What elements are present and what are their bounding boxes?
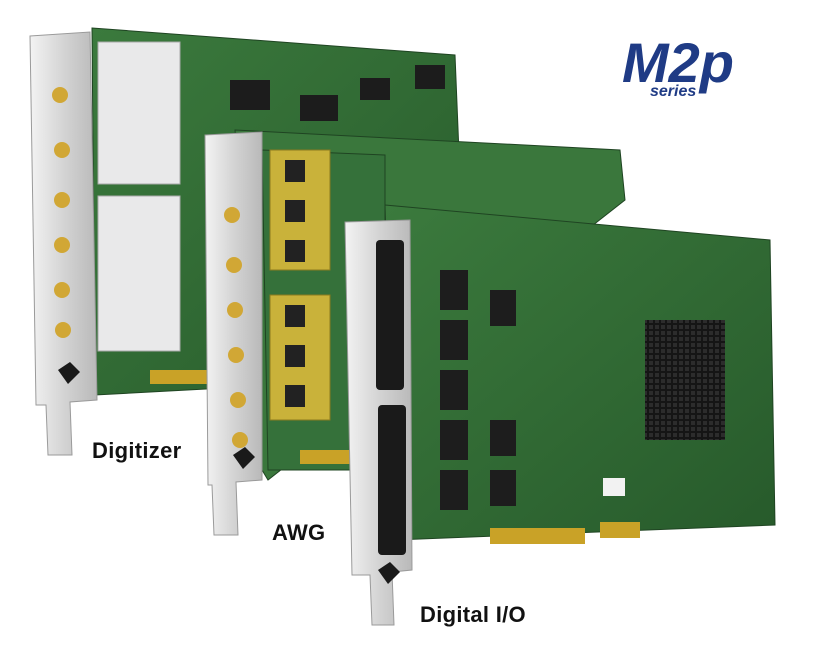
awg-label: AWG [272, 520, 326, 545]
connector-upper [376, 240, 404, 390]
spectrum-logo-icon [378, 562, 400, 584]
sma-connectors [52, 87, 71, 338]
digitizer-bracket [29, 31, 98, 456]
awg-bracket [204, 131, 263, 536]
heatsink [645, 320, 725, 440]
m2p-series-logo: M2p series [622, 31, 734, 100]
logo-sub: series [650, 83, 696, 100]
digital-io-bracket [344, 219, 413, 626]
connector-lower [378, 405, 406, 555]
spectrum-logo-icon [233, 447, 255, 469]
digital-io-label: Digital I/O [420, 602, 526, 627]
spectrum-logo-icon [58, 362, 80, 384]
digitizer-label: Digitizer [92, 438, 182, 463]
digital-io-card [344, 204, 776, 626]
logo-main: M2p [622, 31, 734, 94]
